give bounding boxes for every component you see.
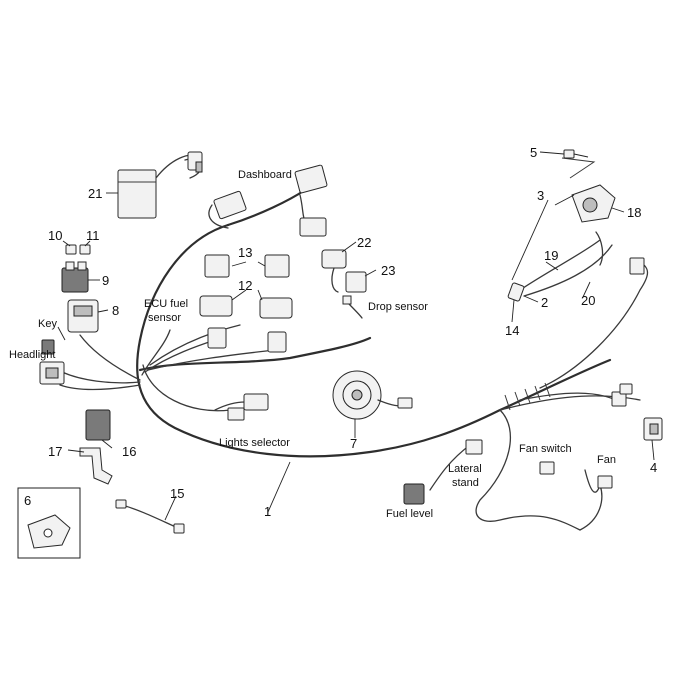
part-4-connector — [643, 417, 663, 441]
parts-10-11-terminals — [65, 244, 91, 255]
parts-22-23-drop-sensor — [321, 249, 367, 319]
key-connector — [41, 339, 55, 355]
part-number-3: 3 — [537, 188, 544, 203]
part-number-22: 22 — [357, 235, 371, 250]
component-labels: Dashboard ECU fuel sensor Key Headlight … — [9, 169, 616, 520]
part-number-1: 1 — [264, 504, 271, 519]
part-number-6: 6 — [24, 493, 31, 508]
label-key: Key — [38, 318, 57, 330]
fan-connectors — [539, 461, 613, 489]
part-number-21: 21 — [88, 186, 102, 201]
label-drop-sensor: Drop sensor — [368, 301, 428, 313]
part-number-8: 8 — [112, 303, 119, 318]
part-9-relay — [61, 261, 89, 293]
part-number-18: 18 — [627, 205, 641, 220]
label-dashboard: Dashboard — [238, 169, 292, 181]
main-harness — [136, 188, 649, 531]
part-number-4: 4 — [650, 460, 657, 475]
part-8-connector — [67, 299, 99, 333]
part-number-10: 10 — [48, 228, 62, 243]
part-15-cable — [115, 499, 185, 534]
part-number-23: 23 — [381, 263, 395, 278]
fuel-level-connector — [403, 483, 425, 505]
part-7-horn — [332, 370, 413, 420]
part-number-15: 15 — [170, 486, 184, 501]
lights-selector-connector — [214, 393, 269, 421]
part-16-17-regulator — [79, 409, 113, 485]
label-lateral-stand-1: Lateral — [448, 463, 482, 475]
part-numbers: 1 2 3 4 5 6 7 8 9 10 11 12 13 14 15 16 1… — [24, 145, 657, 519]
label-ecu-fuel-sensor-1: ECU fuel — [144, 298, 188, 310]
part-number-20: 20 — [581, 293, 595, 308]
part-number-17: 17 — [48, 444, 62, 459]
part-number-11: 11 — [86, 228, 100, 243]
lateral-stand-connector — [465, 439, 483, 455]
label-fan-switch: Fan switch — [519, 443, 572, 455]
right-harness-connectors — [611, 257, 645, 407]
part-6-clip — [17, 487, 81, 559]
part-number-5: 5 — [530, 145, 537, 160]
headlight-connector — [39, 361, 65, 385]
part-21-ecu — [117, 151, 203, 219]
label-ecu-fuel-sensor-2: sensor — [148, 312, 181, 324]
part-number-19: 19 — [544, 248, 558, 263]
part-number-9: 9 — [102, 273, 109, 288]
label-fan: Fan — [597, 454, 616, 466]
part-number-14: 14 — [505, 323, 519, 338]
part-number-12: 12 — [238, 278, 252, 293]
dashboard-connector — [213, 164, 328, 237]
parts-12-13-relays — [199, 254, 293, 353]
part-number-2: 2 — [541, 295, 548, 310]
label-headlight: Headlight — [9, 349, 55, 361]
leader-lines — [57, 151, 655, 521]
part-number-7: 7 — [350, 436, 357, 451]
label-lights-selector: Lights selector — [219, 437, 290, 449]
label-fuel-level: Fuel level — [386, 508, 433, 520]
part-number-13: 13 — [238, 245, 252, 260]
label-lateral-stand-2: stand — [452, 477, 479, 489]
parts-18-20-sensor-assembly — [507, 149, 616, 302]
part-number-16: 16 — [122, 444, 136, 459]
